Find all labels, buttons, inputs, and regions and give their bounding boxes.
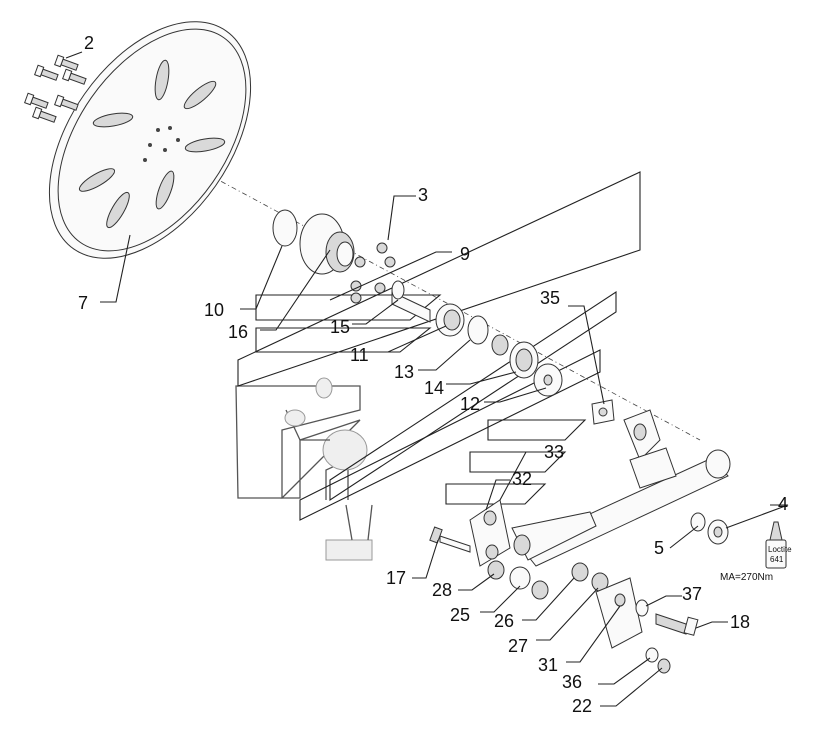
label-5: 5 bbox=[654, 538, 664, 558]
label-31: 31 bbox=[538, 655, 558, 675]
seal-part-14 bbox=[509, 341, 539, 379]
wheel-bolts-part-2 bbox=[24, 54, 87, 123]
label-26: 26 bbox=[494, 611, 514, 631]
label-2: 2 bbox=[84, 33, 94, 53]
svg-text:Loctite: Loctite bbox=[768, 545, 792, 554]
bolt-part-18 bbox=[655, 613, 699, 636]
label-22: 22 bbox=[572, 696, 592, 716]
nut-part-4 bbox=[707, 519, 729, 545]
bushings bbox=[487, 560, 609, 600]
reference-planes bbox=[237, 171, 641, 521]
label-4: 4 bbox=[778, 494, 788, 514]
frame-ghost bbox=[235, 377, 373, 561]
label-33: 33 bbox=[544, 442, 564, 462]
bearing-part-11 bbox=[435, 303, 465, 337]
wheel-disc-part-7 bbox=[48, 21, 252, 259]
label-25: 25 bbox=[450, 605, 470, 625]
leader-lines bbox=[65, 51, 789, 707]
label-11: 11 bbox=[350, 345, 369, 365]
washer-part-5 bbox=[690, 512, 706, 532]
label-35: 35 bbox=[540, 288, 560, 308]
label-16: 16 bbox=[228, 322, 248, 342]
spacer bbox=[491, 334, 509, 356]
svg-text:641: 641 bbox=[770, 555, 784, 564]
label-27: 27 bbox=[508, 636, 528, 656]
label-37: 37 bbox=[682, 584, 702, 604]
label-10: 10 bbox=[204, 300, 224, 320]
washer-part-37 bbox=[635, 599, 649, 617]
label-13: 13 bbox=[394, 362, 414, 382]
part-labels: 2 3 4 5 7 9 10 11 12 13 14 15 16 17 18 2… bbox=[78, 33, 788, 716]
label-12: 12 bbox=[460, 394, 480, 414]
bolt-part-17 bbox=[429, 526, 471, 553]
label-3: 3 bbox=[418, 185, 428, 205]
label-36: 36 bbox=[562, 672, 582, 692]
label-28: 28 bbox=[432, 580, 452, 600]
hub-nuts-part-3 bbox=[350, 242, 396, 304]
label-9: 9 bbox=[460, 244, 470, 264]
label-15: 15 bbox=[330, 317, 350, 337]
arm-part-33 bbox=[519, 409, 731, 567]
ring-part-13 bbox=[467, 315, 489, 345]
bracket-part-32 bbox=[469, 499, 597, 567]
stub-axle-part-15 bbox=[391, 280, 431, 323]
label-32: 32 bbox=[512, 469, 532, 489]
link-plate-part-31 bbox=[595, 577, 643, 649]
loctite-bottle-icon: Loctite 641 bbox=[765, 521, 792, 569]
label-14: 14 bbox=[424, 378, 444, 398]
label-17: 17 bbox=[386, 568, 406, 588]
plate-part-35 bbox=[591, 399, 615, 425]
torque-note: MA=270Nm bbox=[720, 572, 773, 583]
circlip-part-10 bbox=[272, 209, 298, 247]
label-18: 18 bbox=[730, 612, 750, 632]
wheel-hub bbox=[299, 213, 355, 275]
label-7: 7 bbox=[78, 293, 88, 313]
washer-part-12 bbox=[533, 363, 563, 397]
nut-part-22 bbox=[657, 658, 671, 674]
